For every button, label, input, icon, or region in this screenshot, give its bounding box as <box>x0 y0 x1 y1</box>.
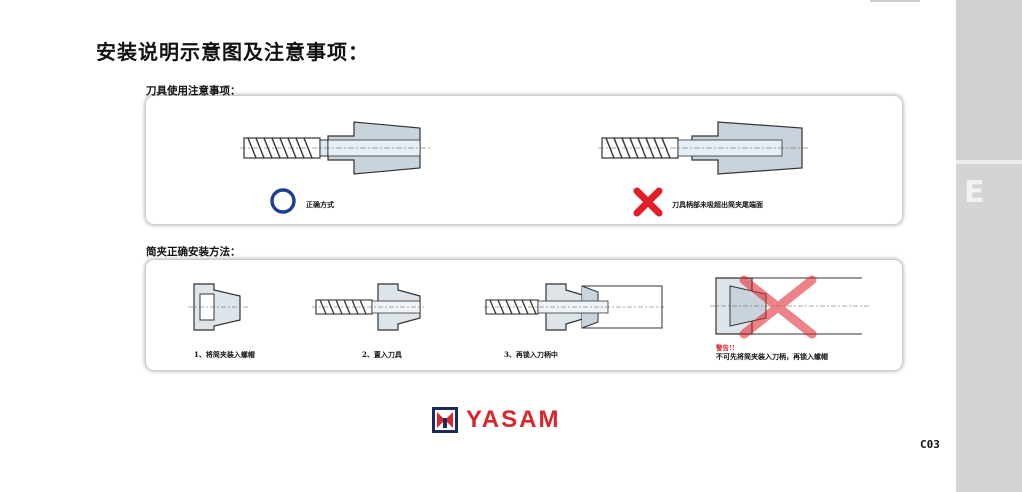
top-rule <box>870 0 920 2</box>
section2-heading: 简夹正确安装方法： <box>146 246 241 258</box>
step3-caption: 3、再锁入刀柄中 <box>504 350 558 359</box>
wrong-mark-icon <box>633 187 663 217</box>
correct-caption: 正确方式 <box>306 200 334 209</box>
page-title: 安装说明示意图及注意事项： <box>96 40 369 64</box>
logo-icon <box>432 407 458 433</box>
step1-caption: 1、将简夹装入螺帽 <box>194 350 255 359</box>
warning-text: 不可先将简夹装入刀柄，再锁入螺帽 <box>716 352 828 361</box>
section1-heading: 刀具使用注意事项： <box>146 85 241 97</box>
section2-panel: 1、将简夹装入螺帽 2、置入刀具 3、再锁入刀柄中 警告!! 不可先将简夹装入刀… <box>146 260 902 370</box>
step1-diagram <box>188 283 248 331</box>
section1-panel: 正确方式 刀具柄部未吸超出简夹尾端面 <box>146 96 902 224</box>
correct-tool-diagram <box>240 121 430 175</box>
wrong-tool-diagram <box>598 121 808 175</box>
side-tab-letter: E <box>964 175 985 210</box>
wrong-method-diagram <box>710 275 870 339</box>
brand-logo: YASAM <box>432 406 560 434</box>
step2-diagram <box>312 283 424 331</box>
side-tab: E <box>956 0 1022 492</box>
warning-title: 警告!! <box>716 344 735 352</box>
step3-diagram <box>484 283 664 331</box>
logo-text: YASAM <box>466 406 561 433</box>
correct-mark-icon <box>270 188 296 214</box>
wrong-caption: 刀具柄部未吸超出简夹尾端面 <box>672 200 763 209</box>
side-tab-top <box>956 0 1022 164</box>
page-number: C03 <box>920 438 940 451</box>
step2-caption: 2、置入刀具 <box>362 350 402 359</box>
